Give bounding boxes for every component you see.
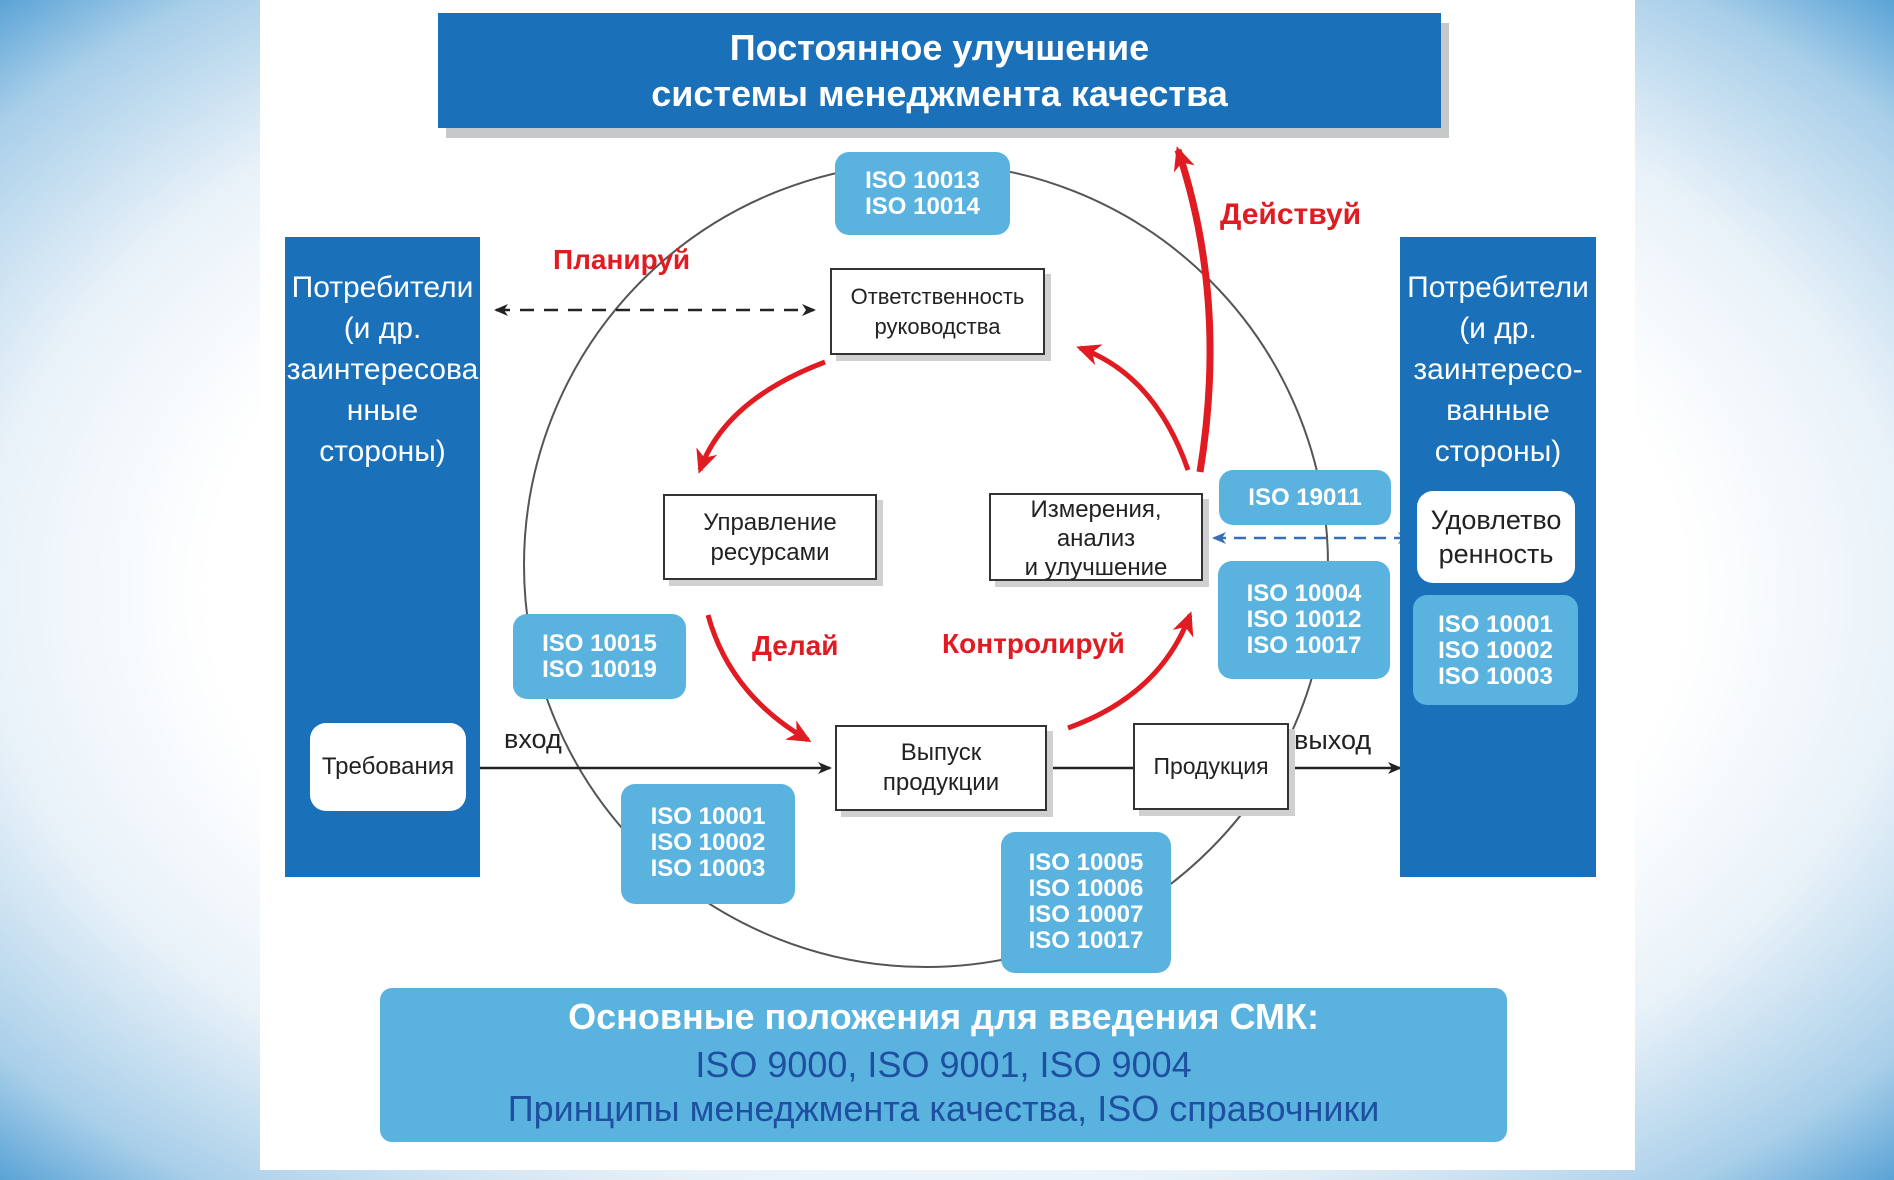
right-column-line: Потребители [1407,271,1589,304]
product-box: Продукция [1133,723,1289,810]
management-responsibility-box: Ответственность руководства [830,268,1045,355]
measurement-line-2: анализ [1056,525,1136,552]
left-column-line: нные [346,394,419,427]
input-label: вход [504,724,562,754]
management-line-1: Ответственность [850,284,1025,309]
measurement-line-1: Измерения, [1030,496,1162,523]
right-column-line: ванные [1446,394,1550,427]
right-column-line: (и др. [1459,312,1537,345]
iso-code: ISO 10013 [865,167,980,194]
iso-code: ISO 10017 [1246,632,1362,659]
iso-code: ISO 10002 [1438,637,1553,664]
title-line-2: системы менеджмента качества [651,73,1228,114]
left-column-line: заинтересова [286,353,479,386]
plan-cycle-arrow [696,359,826,474]
left-column-line: Потребители [291,271,474,304]
act-cycle-arrow [1076,344,1191,471]
iso-code: ISO 10001 [1438,611,1553,638]
requirements-box: Требования [310,723,466,811]
iso-code: ISO 10015 [542,630,657,657]
realization-line-2: продукции [882,769,1000,796]
iso-box-right-column: ISO 10001 ISO 10002 ISO 10003 [1413,595,1578,705]
realization-line-1: Выпуск [900,739,982,766]
resources-line-2: ресурсами [710,539,830,566]
right-column-line: заинтересо- [1413,353,1583,386]
plan-label: Планируй [553,244,691,275]
satisfaction-box: Удовлетво ренность [1417,491,1575,583]
title-line-1: Постоянное улучшение [729,27,1150,68]
right-column-line: стороны) [1434,435,1562,468]
iso-code: ISO 10004 [1246,580,1362,607]
iso-box-bottom-left: ISO 10001 ISO 10002 ISO 10003 [621,784,795,904]
iso-code: ISO 10014 [865,193,980,220]
iso-box-top: ISO 10013 ISO 10014 [835,152,1010,235]
foundations-standards: ISO 9000, ISO 9001, ISO 9004 [695,1044,1192,1085]
improvement-arrow [1173,146,1214,473]
output-label: выход [1294,725,1372,755]
do-cycle-arrow [705,614,812,743]
foundations-heading: Основные положения для введения СМК: [568,996,1319,1037]
iso-code: ISO 10012 [1246,606,1362,633]
title-box: Постоянное улучшение системы менеджмента… [438,13,1441,128]
do-label: Делай [752,630,839,661]
iso-code: ISO 10019 [542,656,657,683]
iso-code: ISO 10003 [650,855,766,882]
management-line-2: руководства [874,314,1001,339]
iso-box-right-single: ISO 19011 [1219,470,1391,525]
check-label: Контролируй [942,628,1125,659]
resource-management-box: Управление ресурсами [663,494,877,580]
iso-box-right-mid: ISO 10004 ISO 10012 ISO 10017 [1218,561,1390,679]
satisfaction-line-2: ренность [1438,539,1554,569]
product-label: Продукция [1153,753,1269,779]
iso-code: ISO 10006 [1028,875,1144,902]
iso-box-left-mid: ISO 10015 ISO 10019 [513,614,686,699]
foundations-principles: Принципы менеджмента качества, ISO справ… [507,1088,1380,1129]
foundations-box: Основные положения для введения СМК: ISO… [380,988,1507,1142]
measurement-line-3: и улучшение [1024,554,1168,581]
iso-code: ISO 10001 [650,803,766,830]
act-label: Действуй [1220,198,1362,231]
iso-code: ISO 19011 [1248,484,1362,511]
iso-code: ISO 10003 [1438,663,1553,690]
iso-box-bottom-mid: ISO 10005 ISO 10006 ISO 10007 ISO 10017 [1001,832,1171,973]
diagram-canvas: Постоянное улучшение системы менеджмента… [260,0,1635,1170]
satisfaction-line-1: Удовлетво [1430,505,1562,535]
product-realization-box: Выпуск продукции [835,725,1047,811]
left-column-line: стороны) [319,435,446,468]
check-cycle-arrow [1067,611,1194,731]
resources-line-1: Управление [703,509,837,536]
iso-code: ISO 10017 [1028,927,1144,954]
left-column-line: (и др. [343,312,422,345]
iso-code: ISO 10007 [1028,901,1144,928]
iso-code: ISO 10002 [650,829,766,856]
iso-code: ISO 10005 [1028,849,1144,876]
measurement-analysis-box: Измерения, анализ и улучшение [989,493,1203,581]
